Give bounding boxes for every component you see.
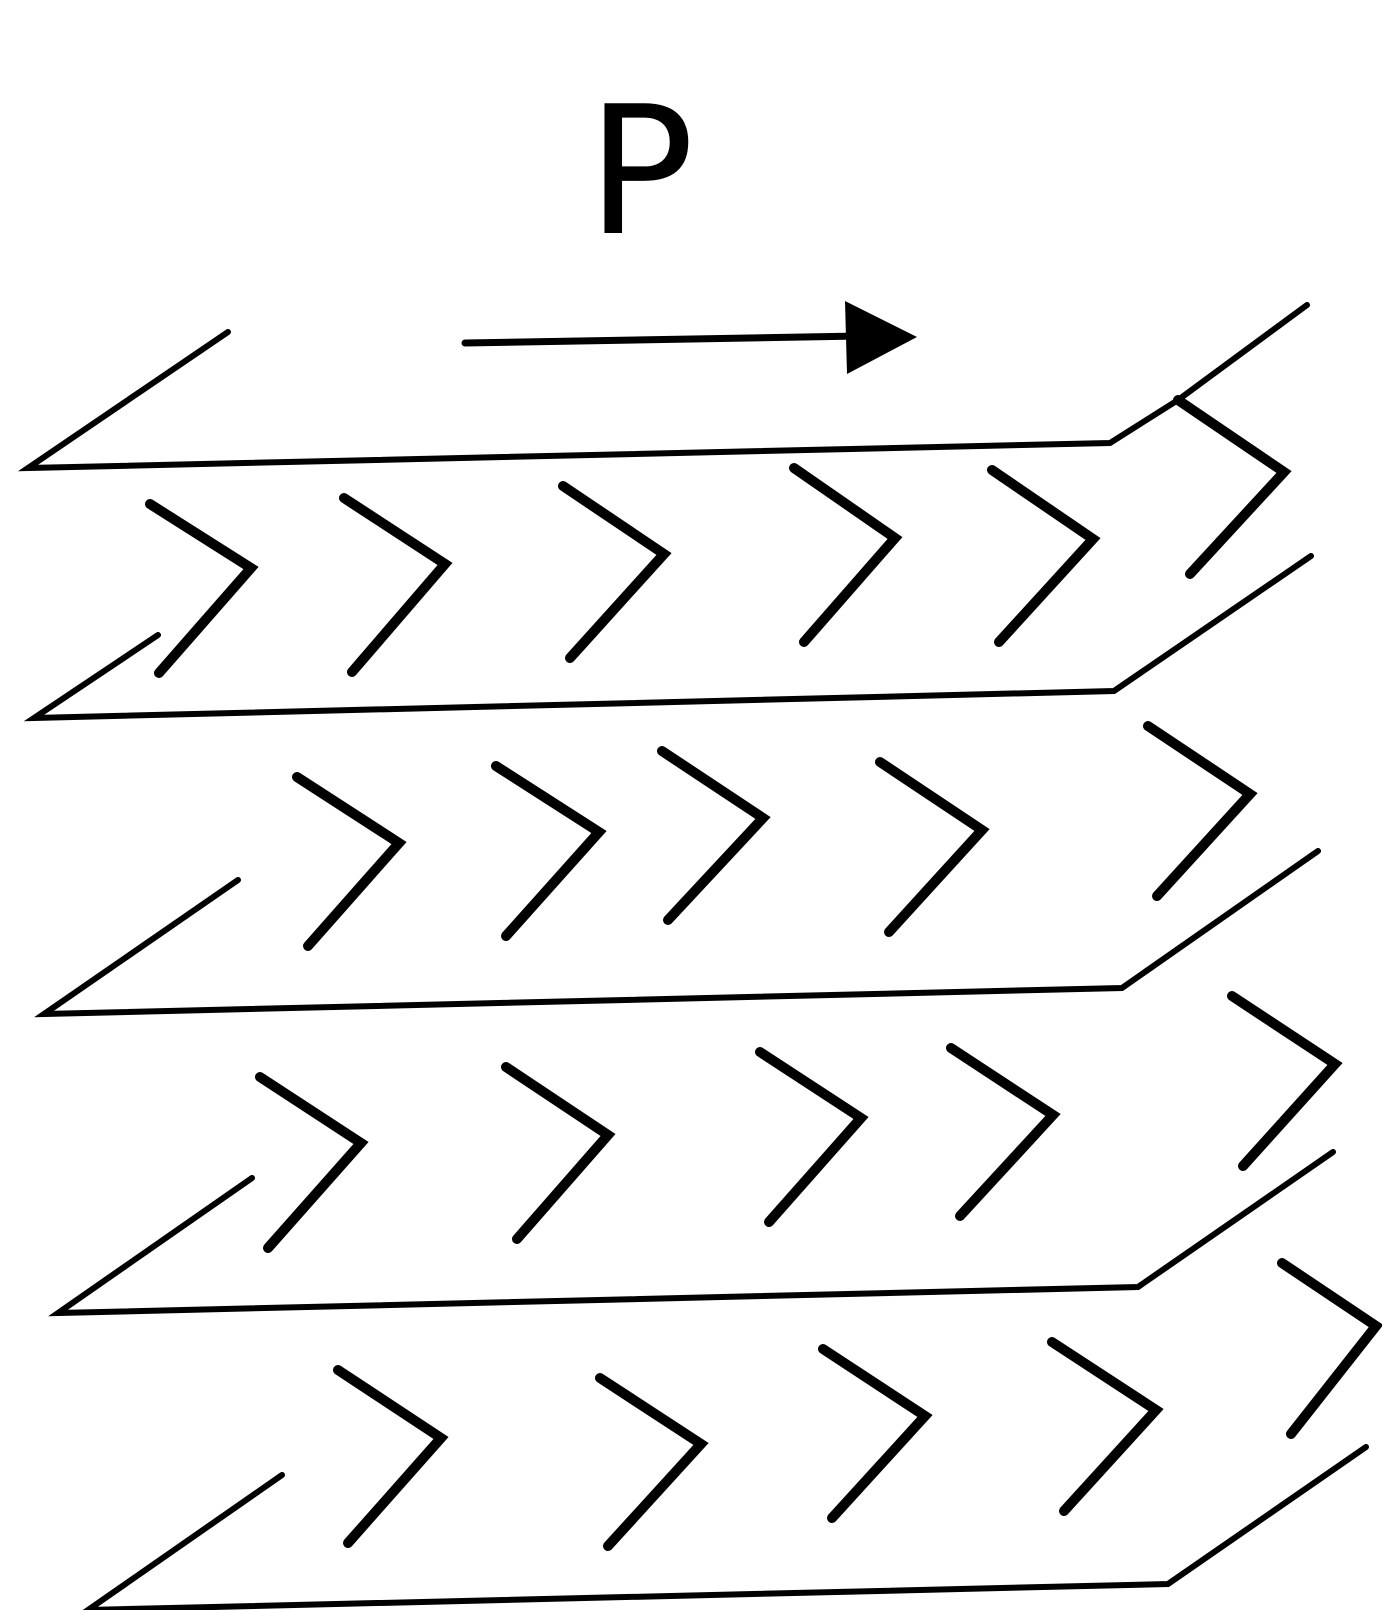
- chevron-molecule: [755, 1047, 869, 1227]
- chevron-molecule: [1143, 721, 1258, 901]
- chevron-molecule: [558, 481, 672, 663]
- chevron-molecule: [333, 1365, 449, 1548]
- arrow-head: [845, 301, 917, 374]
- chevron-molecule: [818, 1344, 933, 1523]
- chevron-molecule: [1047, 1337, 1164, 1516]
- chevron-molecules: [145, 395, 1382, 1551]
- chevron-molecule: [501, 1062, 616, 1244]
- chevron-molecule: [946, 1043, 1061, 1221]
- chevron-molecule: [987, 465, 1101, 647]
- chevron-molecule: [145, 499, 259, 678]
- chevron-molecule: [255, 1072, 369, 1253]
- chevron-molecule: [875, 757, 990, 937]
- polarization-label: P: [587, 68, 694, 275]
- layer-plane-4: [48, 1149, 1336, 1317]
- chevron-molecule: [789, 463, 903, 647]
- layer-planes: [17, 302, 1369, 1610]
- chevron-molecule: [657, 746, 771, 925]
- chevron-molecule: [1277, 1258, 1382, 1439]
- chevron-molecule: [1173, 395, 1292, 579]
- layer-plane-2: [23, 553, 1314, 722]
- chevron-molecule: [491, 761, 607, 941]
- chevron-molecule: [1227, 991, 1343, 1171]
- chevron-molecule: [595, 1373, 709, 1551]
- layer-plane-5: [82, 1444, 1369, 1610]
- chevron-molecule: [339, 493, 453, 677]
- layer-plane-3: [34, 848, 1321, 1018]
- polarization-arrow: [461, 301, 917, 374]
- chevron-molecule: [292, 772, 407, 951]
- arrow-shaft: [461, 332, 864, 347]
- layer-plane-1: [17, 302, 1310, 472]
